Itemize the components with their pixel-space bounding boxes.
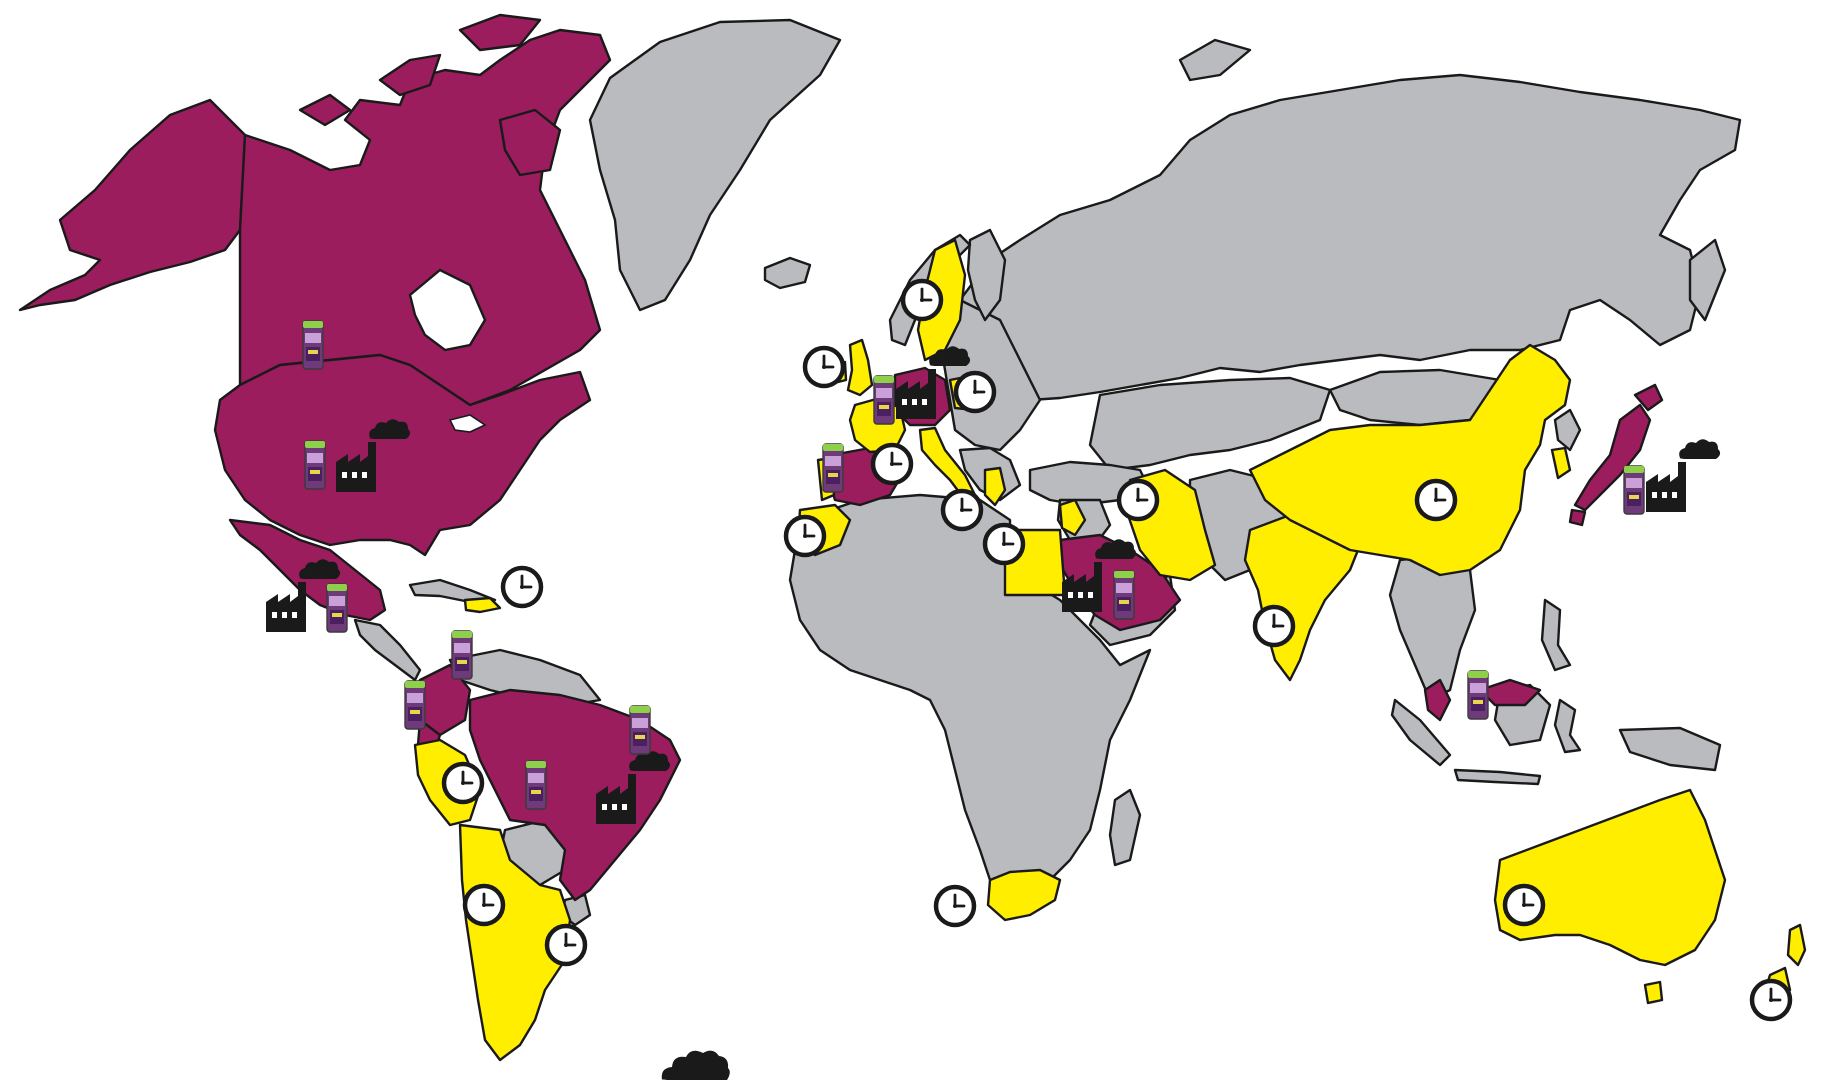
smoke-cloud-icon [661,1050,730,1080]
clock-icon [936,887,974,925]
clock-icon [465,886,503,924]
drink-can-icon [525,760,547,810]
drink-can-icon [304,440,326,490]
clock-icon [786,517,824,555]
central-america [353,618,422,682]
japan-kyushu [1568,508,1587,527]
drink-can-icon [404,680,426,730]
clock-icon [1255,607,1293,645]
drink-can-icon [873,375,895,425]
drink-can-icon [822,443,844,493]
clock-icon [547,926,585,964]
drink-can-icon [1113,570,1135,620]
clock-icon [1417,481,1455,519]
canada-arctic-3 [298,93,352,127]
tasmania [1643,980,1664,1005]
new-guinea [1618,726,1722,772]
drink-can-icon [302,320,324,370]
great-lakes [448,414,487,433]
drink-can-icon [1467,670,1489,720]
japan [1573,403,1652,512]
greece [983,466,1007,507]
alaska [18,98,247,312]
russia [938,73,1742,402]
brazil [468,688,682,902]
china [1248,343,1572,577]
sulawesi [1553,698,1582,754]
java [1453,768,1542,786]
clock-icon [1505,886,1543,924]
levant [1058,498,1087,537]
kamchatka [1688,238,1727,322]
baffin [498,108,562,177]
korea-north [1553,408,1582,452]
iceland [763,256,812,290]
drink-can-icon [1623,465,1645,515]
clock-icon [903,281,941,319]
factory-icon [1646,439,1721,512]
australia [1493,788,1727,967]
greenland [588,18,842,312]
malaysia-borneo [1478,678,1542,707]
clock-icon [985,525,1023,563]
arctic-islands [1178,38,1252,82]
dominican-republic [463,596,502,614]
madagascar [1108,788,1142,867]
usa [213,353,592,557]
clock-icon [503,568,541,606]
new-zealand-north [1786,923,1807,967]
finland [966,228,1007,322]
canada-arctic-2 [458,13,542,52]
drink-can-icon [326,583,348,633]
sumatra [1390,698,1452,767]
drink-can-icon [629,705,651,755]
argentina-chile [458,823,572,1062]
clock-icon [1119,481,1157,519]
canada-arctic-1 [378,53,442,97]
clock-icon [956,373,994,411]
uk [846,338,874,397]
clock-icon [943,491,981,529]
hudson-bay [408,268,487,352]
korea-south [1550,446,1572,480]
southeast-asia [1388,553,1477,702]
clock-icon [444,764,482,802]
south-africa [986,868,1062,922]
clock-icon [1752,981,1790,1019]
malaysia-peninsula [1423,678,1452,722]
clock-icon [873,445,911,483]
japan-hokkaido [1633,383,1664,412]
drink-can-icon [451,630,473,680]
philippines [1540,598,1572,672]
clock-icon [805,348,843,386]
